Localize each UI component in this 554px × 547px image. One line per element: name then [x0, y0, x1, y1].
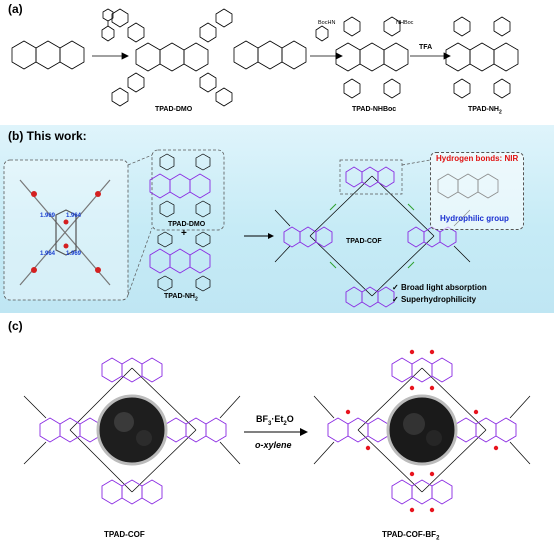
tetrachloro-anthraquinone-2	[233, 40, 307, 70]
bf2-groups	[345, 349, 499, 513]
check-item-light: ✓ Broad light absorption	[392, 283, 487, 292]
cof-network-right	[313, 349, 531, 513]
tpad-nhboc-structure	[335, 16, 409, 99]
hbond-inset-box	[430, 152, 524, 230]
feature-checklist: ✓ Broad light absorption ✓ Superhydrophi…	[392, 282, 487, 306]
plus-sign: +	[181, 228, 187, 239]
solvent-label: o-xylene	[255, 440, 292, 450]
bochn-label: BocHN	[318, 20, 336, 26]
nhboc-label: NHBoc	[396, 20, 414, 26]
panel-c: (c)	[0, 313, 554, 547]
panel-b-label: (b) This work:	[8, 129, 87, 143]
tpad-cof-bf2-label: TPAD-COF-BF2	[382, 530, 440, 542]
tpad-dmo-label-a: TPAD-DMO	[155, 106, 193, 113]
tfa-label: TFA	[419, 44, 433, 51]
panel-a: (a)	[0, 0, 554, 125]
tpad-cof-label-b: TPAD-COF	[346, 238, 382, 245]
cof-network-left	[23, 357, 241, 505]
panel-a-scheme	[11, 8, 519, 107]
tpad-nh2-label-a: TPAD-NH2	[468, 106, 502, 116]
hydrophilic-annotation: Hydrophilic group	[440, 214, 509, 223]
tpad-nhboc-label: TPAD-NHBoc	[352, 106, 397, 113]
tpad-dmo-structure	[111, 8, 233, 107]
tpad-cof-label-c: TPAD-COF	[104, 530, 145, 539]
panel-c-label: (c)	[8, 319, 23, 333]
distance-bl: 1.964	[40, 251, 56, 257]
reagent-label: BF3·Et2O	[256, 414, 294, 427]
crystal-oxygens	[31, 191, 101, 273]
panel-a-label: (a)	[8, 2, 23, 16]
tpad-dmo-label-b: TPAD-DMO	[168, 221, 206, 228]
tetrachloro-anthraquinone-1	[11, 40, 85, 70]
cof-network-b	[274, 159, 471, 308]
distance-br: 1.969	[66, 251, 82, 257]
check-item-hydrophilic: ✓ Superhydrophilicity	[392, 295, 477, 304]
cof-powder-photo-left	[96, 394, 168, 466]
tpad-nh2-structure	[445, 16, 519, 99]
hbond-annotation: Hydrogen bonds: NIR	[436, 154, 519, 163]
tpad-dmo-core-b	[149, 173, 211, 199]
tpad-nh2-core-b	[149, 248, 211, 274]
tpad-nh2-label-b: TPAD-NH2	[164, 293, 198, 303]
distance-tr: 1.964	[66, 213, 82, 219]
distance-tl: 1.969	[40, 213, 56, 219]
